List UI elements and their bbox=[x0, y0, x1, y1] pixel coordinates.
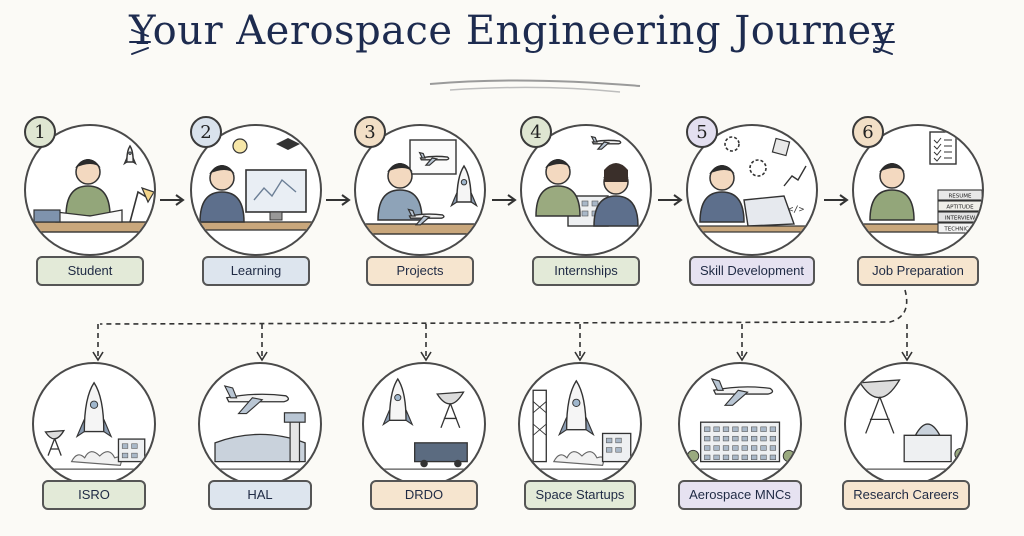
prep-book-label: INTERVIEW bbox=[945, 216, 976, 222]
prep-book bbox=[937, 189, 982, 201]
prep-book-label: RESUME bbox=[948, 194, 972, 200]
step-illustration bbox=[520, 124, 652, 256]
missile-radar-icon bbox=[371, 377, 479, 470]
rocket-model-icon bbox=[361, 139, 481, 235]
step-illustration: </> bbox=[686, 124, 818, 256]
prep-book-label: TECHNICAL bbox=[943, 227, 976, 233]
career-branch-lines bbox=[97, 289, 908, 356]
career-illustration bbox=[32, 362, 156, 486]
step-label: Learning bbox=[202, 256, 310, 286]
title-underline bbox=[429, 79, 641, 87]
step-label: Skill Development bbox=[689, 256, 815, 286]
step-illustration bbox=[24, 124, 156, 256]
career-illustration bbox=[198, 362, 322, 486]
career-illustration bbox=[678, 362, 802, 486]
code-tag-icon: </> bbox=[788, 205, 805, 215]
step-number-badge: 3 bbox=[354, 116, 386, 148]
career-label: Aerospace MNCs bbox=[678, 480, 802, 510]
title-sparkle-right-icon bbox=[873, 29, 895, 55]
jet-hangar-icon bbox=[207, 385, 315, 470]
prep-book bbox=[937, 222, 982, 234]
page-title: Your Aerospace Engineering Journey bbox=[129, 8, 895, 54]
career-label: HAL bbox=[208, 480, 312, 510]
step-label: Internships bbox=[532, 256, 640, 286]
step-number-badge: 1 bbox=[24, 116, 56, 148]
career-label: Research Careers bbox=[842, 480, 970, 510]
prep-book bbox=[937, 200, 982, 212]
student-studying-icon bbox=[31, 144, 154, 233]
career-arrowheads bbox=[92, 351, 913, 362]
observatory-icon bbox=[853, 379, 966, 470]
prep-book bbox=[937, 211, 982, 223]
step-number-badge: 5 bbox=[686, 116, 718, 148]
step-number-badge: 2 bbox=[190, 116, 222, 148]
step-label: Student bbox=[36, 256, 144, 286]
laptop-skills-icon: </> bbox=[695, 136, 813, 233]
career-label: DRDO bbox=[370, 480, 478, 510]
career-label: Space Startups bbox=[524, 480, 636, 510]
title-underline-2 bbox=[449, 86, 621, 93]
startup-rocket-icon bbox=[527, 379, 635, 470]
prep-book-label: APTITUDE bbox=[946, 205, 974, 211]
interns-icon bbox=[535, 135, 639, 227]
rocket-launch-icon bbox=[41, 381, 149, 470]
career-illustration bbox=[518, 362, 642, 486]
airliner-office-icon bbox=[687, 378, 795, 470]
step-label: Job Preparation bbox=[857, 256, 979, 286]
step-arrows bbox=[160, 194, 849, 206]
career-label: ISRO bbox=[42, 480, 146, 510]
title-sparkle-left-icon bbox=[129, 29, 151, 55]
career-illustration bbox=[844, 362, 968, 486]
step-number-badge: 4 bbox=[520, 116, 552, 148]
step-illustration bbox=[354, 124, 486, 256]
step-label: Projects bbox=[366, 256, 474, 286]
career-illustration bbox=[362, 362, 486, 486]
computer-learning-icon bbox=[199, 138, 315, 231]
step-number-badge: 6 bbox=[852, 116, 884, 148]
step-illustration bbox=[190, 124, 322, 256]
job-prep-icon: RESUME APTITUDE INTERVIEW TECHNICAL bbox=[859, 131, 982, 234]
